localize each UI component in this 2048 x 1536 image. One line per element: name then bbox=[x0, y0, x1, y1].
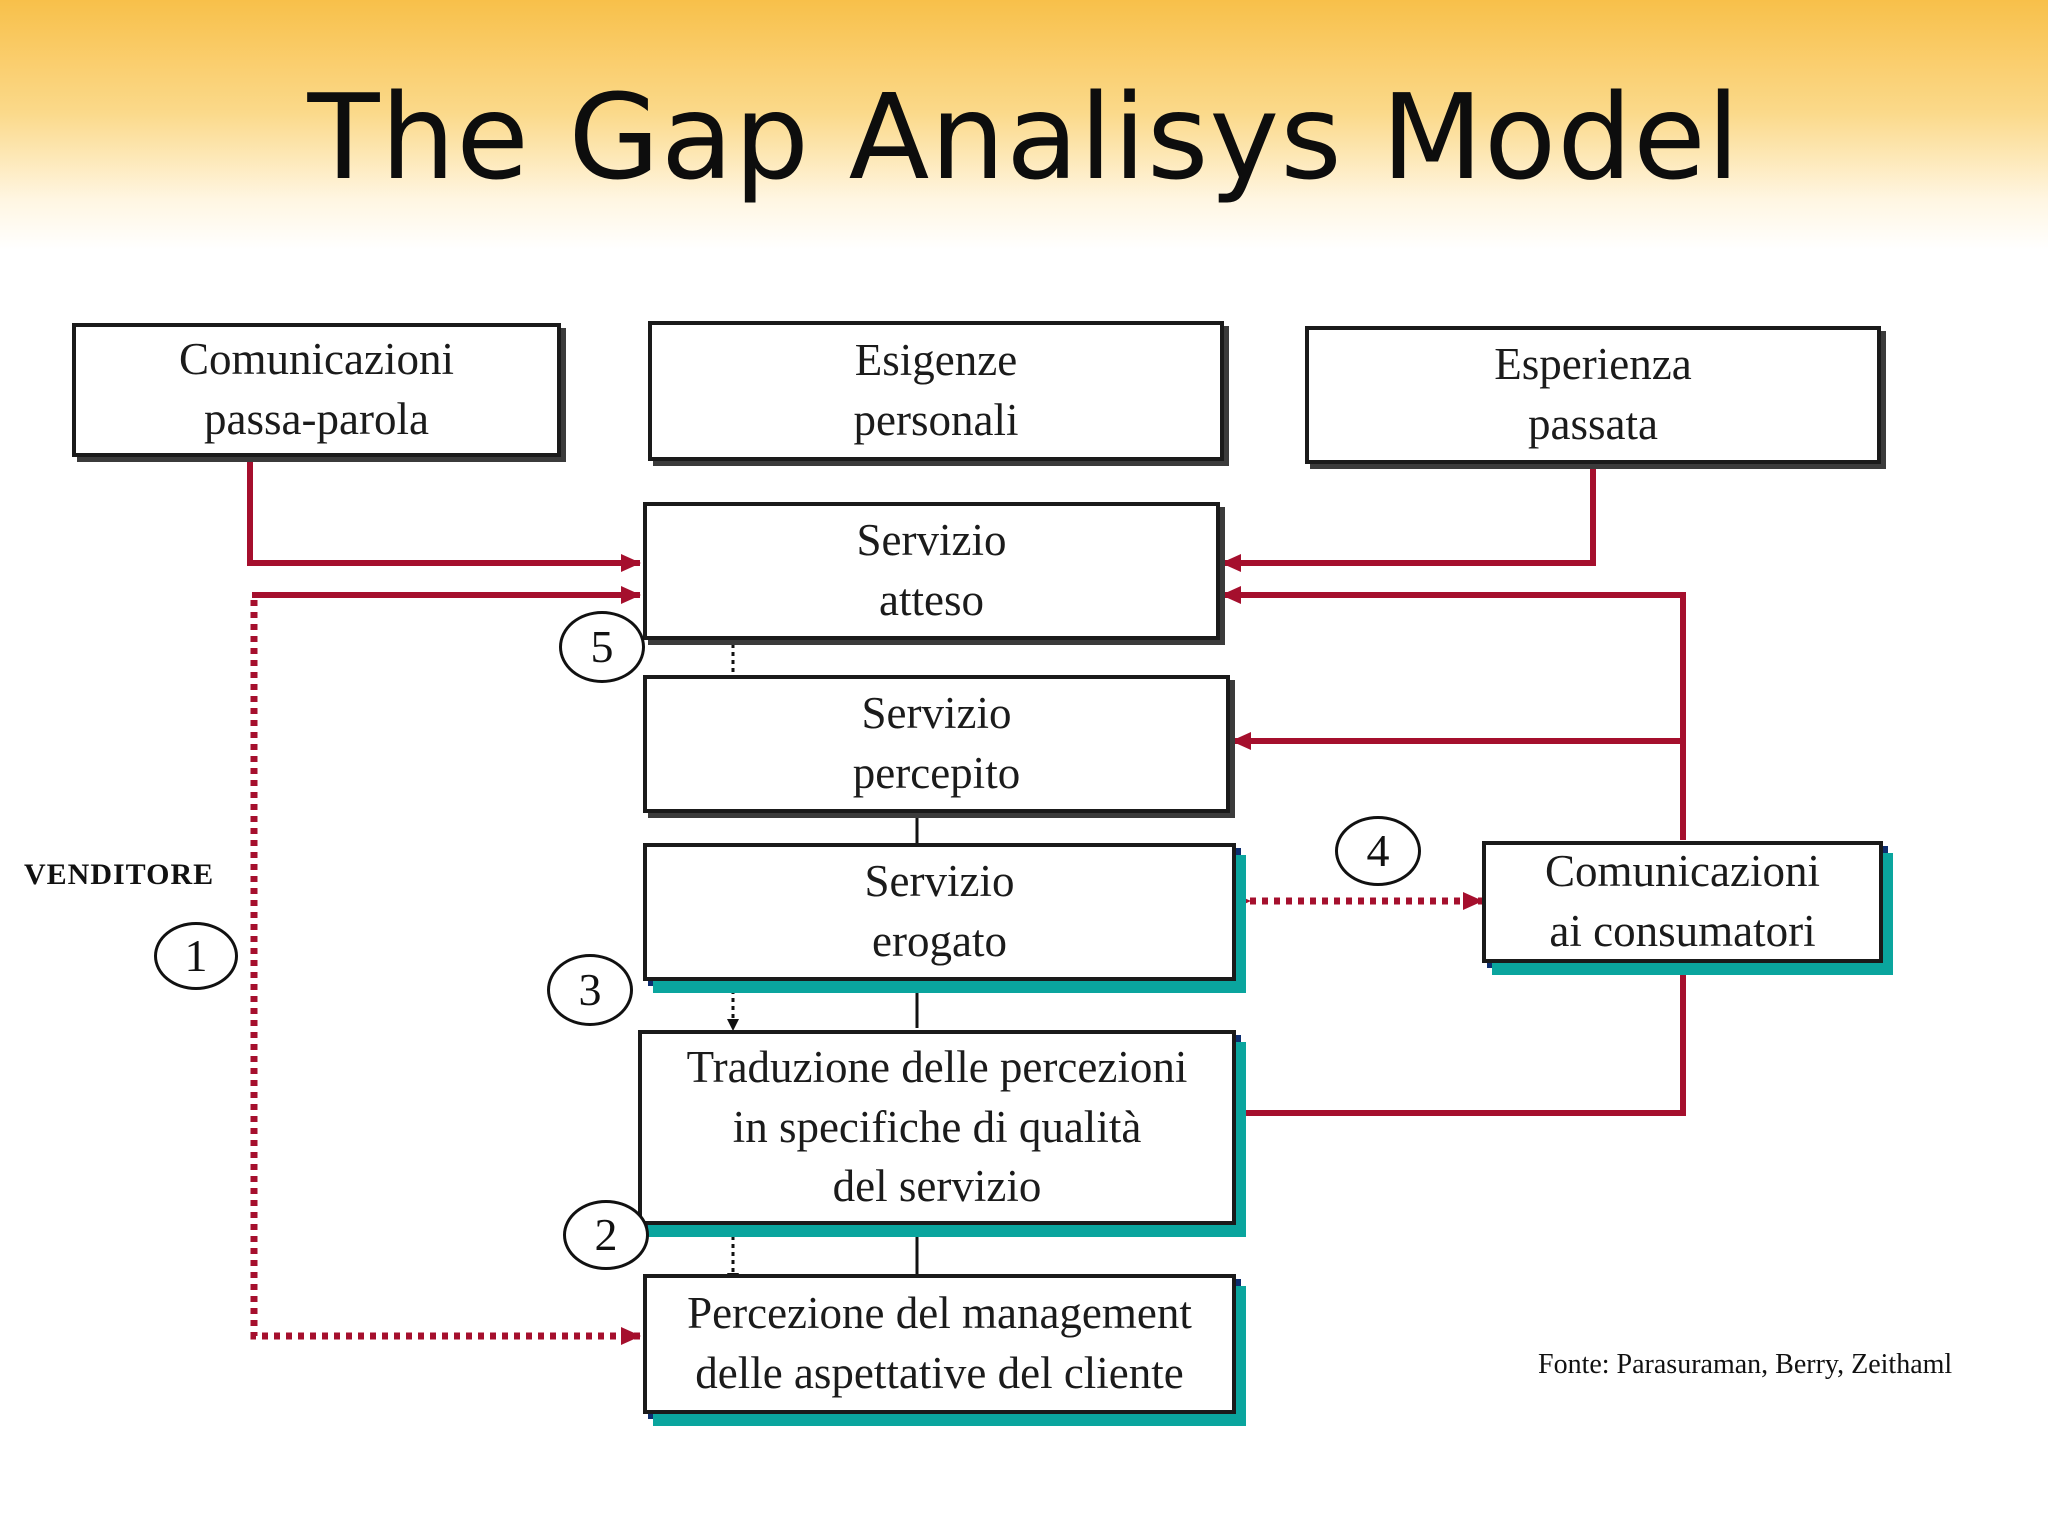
word-of-mouth-line-1: Comunicazioni bbox=[179, 334, 454, 385]
word-of-mouth-line-2: passa-parola bbox=[204, 394, 429, 444]
slide-title: The Gap Analisys Model bbox=[307, 68, 1741, 206]
gap-5-marker: 5 bbox=[559, 611, 645, 683]
past-experience-line-1: Esperienza bbox=[1494, 339, 1692, 390]
flow-word-of-mouth-to-expected bbox=[247, 450, 641, 572]
consumer-communications-line-2: ai consumatori bbox=[1549, 906, 1816, 956]
header-band bbox=[0, 0, 2048, 250]
source-credit: Fonte: Parasuraman, Berry, Zeithaml bbox=[1538, 1349, 1953, 1380]
delivered-service-line-1: Servizio bbox=[864, 856, 1015, 907]
perceived-service-line-2: percepito bbox=[852, 748, 1021, 798]
specs-translation-line-2: in specifiche di qualità bbox=[732, 1101, 1142, 1152]
consumer-communications-line-1: Comunicazioni bbox=[1545, 846, 1820, 897]
expected-service-line-2: atteso bbox=[879, 575, 984, 625]
management-perception-line-1: Percezione del management bbox=[687, 1288, 1192, 1339]
personal-needs-box: Esigenze personali bbox=[648, 321, 1224, 461]
flow-past-experience-to-expected bbox=[1221, 460, 1596, 572]
word-of-mouth-box: Comunicazioni passa-parola bbox=[72, 323, 561, 457]
gap-1-marker: 1 bbox=[154, 922, 238, 990]
flow-consumer-comms-to-expected bbox=[1221, 586, 1686, 840]
seller-label: VENDITORE bbox=[24, 858, 215, 891]
perceived-service-box: Servizio percepito bbox=[643, 675, 1230, 813]
management-perception-line-2: delle aspettative del cliente bbox=[695, 1348, 1184, 1398]
flow-specs-to-consumer-comms bbox=[1240, 962, 1686, 1116]
specs-translation-line-3: del servizio bbox=[832, 1161, 1042, 1212]
delivered-service-line-2: erogato bbox=[872, 916, 1007, 966]
gap-4-marker: 4 bbox=[1335, 816, 1421, 886]
past-experience-box: Esperienza passata bbox=[1305, 326, 1881, 464]
consumer-communications-box: Comunicazioni ai consumatori bbox=[1482, 841, 1883, 963]
gap1-dotted-loop bbox=[250, 600, 641, 1345]
specs-translation-box: Traduzione delle percezioni in specifich… bbox=[638, 1030, 1236, 1225]
specs-translation-line-1: Traduzione delle percezioni bbox=[686, 1041, 1188, 1092]
gap-3-marker: 3 bbox=[547, 954, 633, 1026]
gap-2-marker: 2 bbox=[563, 1200, 649, 1270]
past-experience-line-2: passata bbox=[1528, 399, 1658, 449]
expected-service-box: Servizio atteso bbox=[643, 502, 1220, 640]
personal-needs-line-1: Esigenze bbox=[854, 335, 1018, 386]
management-perception-box: Percezione del management delle aspettat… bbox=[643, 1274, 1236, 1414]
perceived-service-line-1: Servizio bbox=[861, 688, 1012, 739]
expected-service-line-1: Servizio bbox=[856, 515, 1007, 566]
personal-needs-line-2: personali bbox=[853, 395, 1019, 445]
delivered-service-box: Servizio erogato bbox=[643, 843, 1236, 981]
